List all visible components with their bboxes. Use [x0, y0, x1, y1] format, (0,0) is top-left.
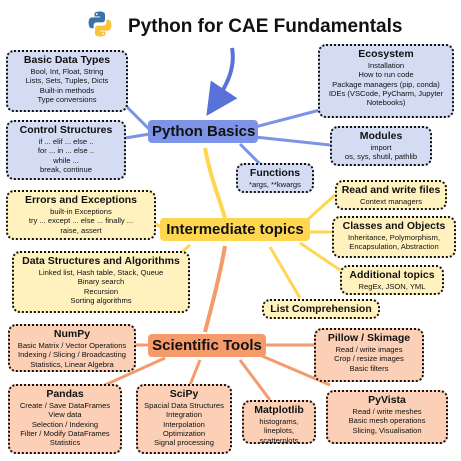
page-title: Python for CAE Fundamentals: [128, 16, 403, 37]
title-arrow: [206, 47, 238, 116]
node-title: Functions: [249, 167, 301, 179]
node-title: Data Structures and Algorithms: [22, 255, 180, 267]
node-body: Inheritance, Polymorphism, Encapsulation…: [347, 233, 440, 252]
node-pillow-skimage: Pillow / Skimage Read / write images Cro…: [314, 328, 424, 382]
node-title: List Comprehension: [270, 303, 372, 315]
node-body: RegEx, JSON, YML: [358, 282, 426, 292]
node-body: Basic Matrix / Vector Operations Indexin…: [17, 341, 127, 369]
node-body: *args, **kwargs: [249, 180, 301, 190]
node-body: Read / write meshes Basic mesh operation…: [348, 407, 426, 435]
node-pyvista: PyVista Read / write meshes Basic mesh o…: [326, 390, 448, 444]
link-basics-modules: [254, 135, 331, 147]
node-body: Linked list, Hash table, Stack, Queue Bi…: [38, 268, 164, 305]
link-sci-pandas: [104, 356, 166, 387]
link-inter-comprehension: [268, 246, 302, 299]
link-inter-additional: [299, 241, 341, 272]
link-sci-matplotlib: [238, 359, 272, 401]
node-title: Classes and Objects: [342, 220, 446, 232]
node-title: NumPy: [53, 328, 91, 340]
hub-intermediate-topics: Intermediate topics: [160, 218, 310, 241]
node-numpy: NumPy Basic Matrix / Vector Operations I…: [8, 324, 136, 372]
node-body: Bool, Int, Float, String Lists, Sets, Tu…: [25, 67, 109, 104]
node-title: PyVista: [368, 394, 406, 406]
node-body: import os, sys, shutil, pathlib: [344, 143, 418, 162]
node-modules: Modules import os, sys, shutil, pathlib: [330, 126, 432, 166]
node-scipy: SciPy Spacial Data Structures Integratio…: [136, 384, 232, 454]
node-body: Create / Save DataFrames View data Selec…: [19, 401, 111, 448]
node-body: if ... elif ... else .. for ... in ... e…: [37, 137, 95, 174]
node-title: Matplotlib: [254, 404, 304, 416]
node-body: Context managers: [359, 197, 423, 207]
node-title: Basic Data Types: [23, 54, 111, 66]
node-body: Installation How to run code Package man…: [328, 61, 444, 108]
link-basics-ecosystem: [254, 108, 321, 129]
node-body: built-in Exceptions try ... except ... e…: [28, 207, 134, 235]
node-title: Pandas: [46, 388, 84, 400]
node-body: histograms, lineplots, scatterplots: [259, 417, 299, 445]
python-logo-icon: [88, 11, 112, 37]
node-body: Read / write images Crop / resize images…: [334, 345, 404, 373]
node-errors-exceptions: Errors and Exceptions built-in Exception…: [6, 190, 156, 240]
node-basic-data-types: Basic Data Types Bool, Int, Float, Strin…: [6, 50, 128, 112]
link-sci-scipy: [188, 359, 202, 386]
node-pandas: Pandas Create / Save DataFrames View dat…: [8, 384, 122, 454]
link-intermediate-scientific: [203, 245, 227, 333]
node-title: Errors and Exceptions: [24, 194, 138, 206]
node-control-structures: Control Structures if ... elif ... else …: [6, 120, 126, 180]
hub-python-basics: Python Basics: [148, 120, 258, 143]
link-basics-functions: [238, 142, 264, 168]
node-title: Read and write files: [341, 184, 441, 196]
node-functions: Functions *args, **kwargs: [236, 163, 314, 193]
node-ecosystem: Ecosystem Installation How to run code P…: [318, 44, 454, 118]
link-basics-intermediate: [203, 147, 227, 219]
link-basics-control: [124, 132, 151, 140]
node-title: Pillow / Skimage: [327, 332, 411, 344]
node-classes-objects: Classes and Objects Inheritance, Polymor…: [332, 216, 456, 258]
node-body: Spacial Data Structures Integration Inte…: [144, 401, 224, 448]
node-list-comprehension: List Comprehension: [262, 299, 380, 319]
node-title: Modules: [359, 130, 403, 142]
node-title: Additional topics: [349, 269, 435, 281]
node-read-write-files: Read and write files Context managers: [335, 180, 447, 210]
node-title: Ecosystem: [358, 48, 414, 60]
hub-scientific-tools: Scientific Tools: [148, 334, 266, 357]
node-data-structures-algorithms: Data Structures and Algorithms Linked li…: [12, 251, 190, 313]
node-matplotlib: Matplotlib histograms, lineplots, scatte…: [242, 400, 316, 445]
node-title: Control Structures: [19, 124, 113, 136]
node-title: SciPy: [169, 388, 199, 400]
node-additional-topics: Additional topics RegEx, JSON, YML: [340, 265, 444, 295]
link-inter-files: [303, 193, 337, 224]
